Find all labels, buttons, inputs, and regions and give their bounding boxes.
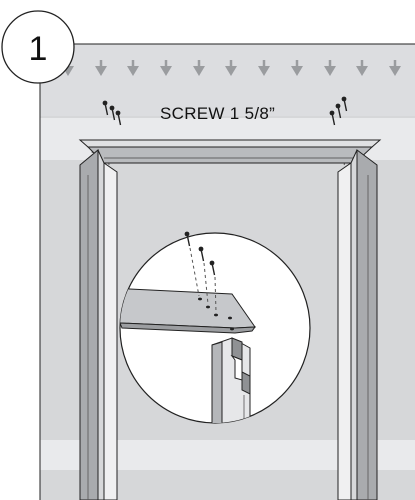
detail-callout xyxy=(119,230,311,424)
left-jamb xyxy=(79,148,118,500)
step-badge: 1 xyxy=(1,10,75,84)
step-number: 1 xyxy=(29,30,48,68)
right-jamb xyxy=(337,149,378,500)
screw-size-label: SCREW 1 5/8” xyxy=(160,104,275,123)
head-casing-trim xyxy=(78,139,382,164)
